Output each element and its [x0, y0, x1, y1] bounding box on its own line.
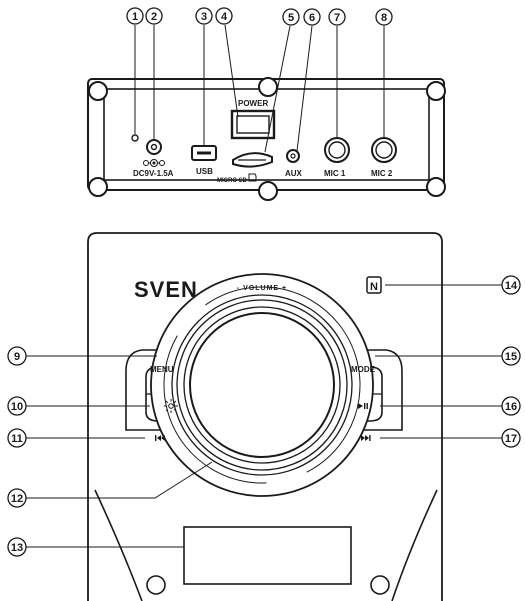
screw-icon: [426, 81, 446, 101]
svg-text:10: 10: [11, 401, 23, 413]
screw-icon: [426, 177, 446, 197]
next-track-icon: [361, 435, 371, 441]
mic1-label: MIC 1: [324, 169, 346, 178]
mode-label: MODE: [351, 365, 376, 374]
volume-knob[interactable]: [189, 312, 335, 458]
screw-icon: [258, 77, 278, 97]
volume-label: - VOLUME +: [237, 285, 287, 292]
display-window: [183, 526, 352, 585]
screw-icon: [146, 575, 166, 595]
brand-logo: SVEN: [134, 277, 198, 302]
aux-jack: [286, 149, 300, 163]
power-switch: [230, 109, 276, 140]
svg-text:16: 16: [505, 401, 517, 413]
dc-polarity-icon: [143, 159, 165, 167]
light-sun-icon: [164, 399, 178, 413]
aux-label: AUX: [285, 169, 303, 178]
rear-panel: [87, 77, 446, 201]
svg-text:17: 17: [505, 433, 517, 445]
previous-track-icon: [155, 435, 165, 441]
front-callouts: 9 10 11 12 13 14 15 16 17: [7, 275, 521, 557]
sd-card-icon: [248, 173, 257, 182]
front-callout-lines: [25, 284, 502, 548]
svg-text:1: 1: [132, 11, 138, 23]
rear-callouts: 1 2 3 4 5 6 7 8: [126, 7, 393, 26]
usb-label: USB: [196, 167, 213, 176]
mic2-label: MIC 2: [371, 169, 393, 178]
dc-label: DC9V-1.5A: [133, 169, 174, 178]
microsd-label: MICRO SD: [217, 178, 248, 184]
screw-icon: [88, 81, 108, 101]
power-label: POWER: [238, 99, 268, 108]
screw-icon: [370, 575, 390, 595]
svg-text:6: 6: [309, 12, 315, 24]
svg-text:N: N: [370, 281, 378, 293]
svg-text:13: 13: [11, 542, 23, 554]
dc-jack: [146, 139, 162, 155]
svg-text:2: 2: [151, 11, 157, 23]
svg-text:15: 15: [505, 351, 517, 363]
svg-text:9: 9: [14, 351, 20, 363]
svg-text:14: 14: [505, 280, 518, 292]
menu-label: MENU: [150, 365, 174, 374]
screw-icon: [258, 181, 278, 201]
svg-text:12: 12: [11, 493, 23, 505]
svg-text:5: 5: [288, 12, 294, 24]
microsd-slot: [232, 152, 273, 168]
svg-text:3: 3: [201, 11, 207, 23]
usb-port: [191, 145, 217, 161]
screw-icon: [88, 177, 108, 197]
svg-text:11: 11: [11, 433, 23, 445]
rear-callout-lines: [134, 24, 385, 153]
play-pause-icon: [358, 403, 368, 409]
led-indicator: [131, 134, 139, 142]
svg-text:4: 4: [221, 11, 228, 23]
nfc-icon: N: [366, 276, 382, 294]
svg-text:7: 7: [334, 12, 340, 24]
svg-text:8: 8: [381, 12, 387, 24]
